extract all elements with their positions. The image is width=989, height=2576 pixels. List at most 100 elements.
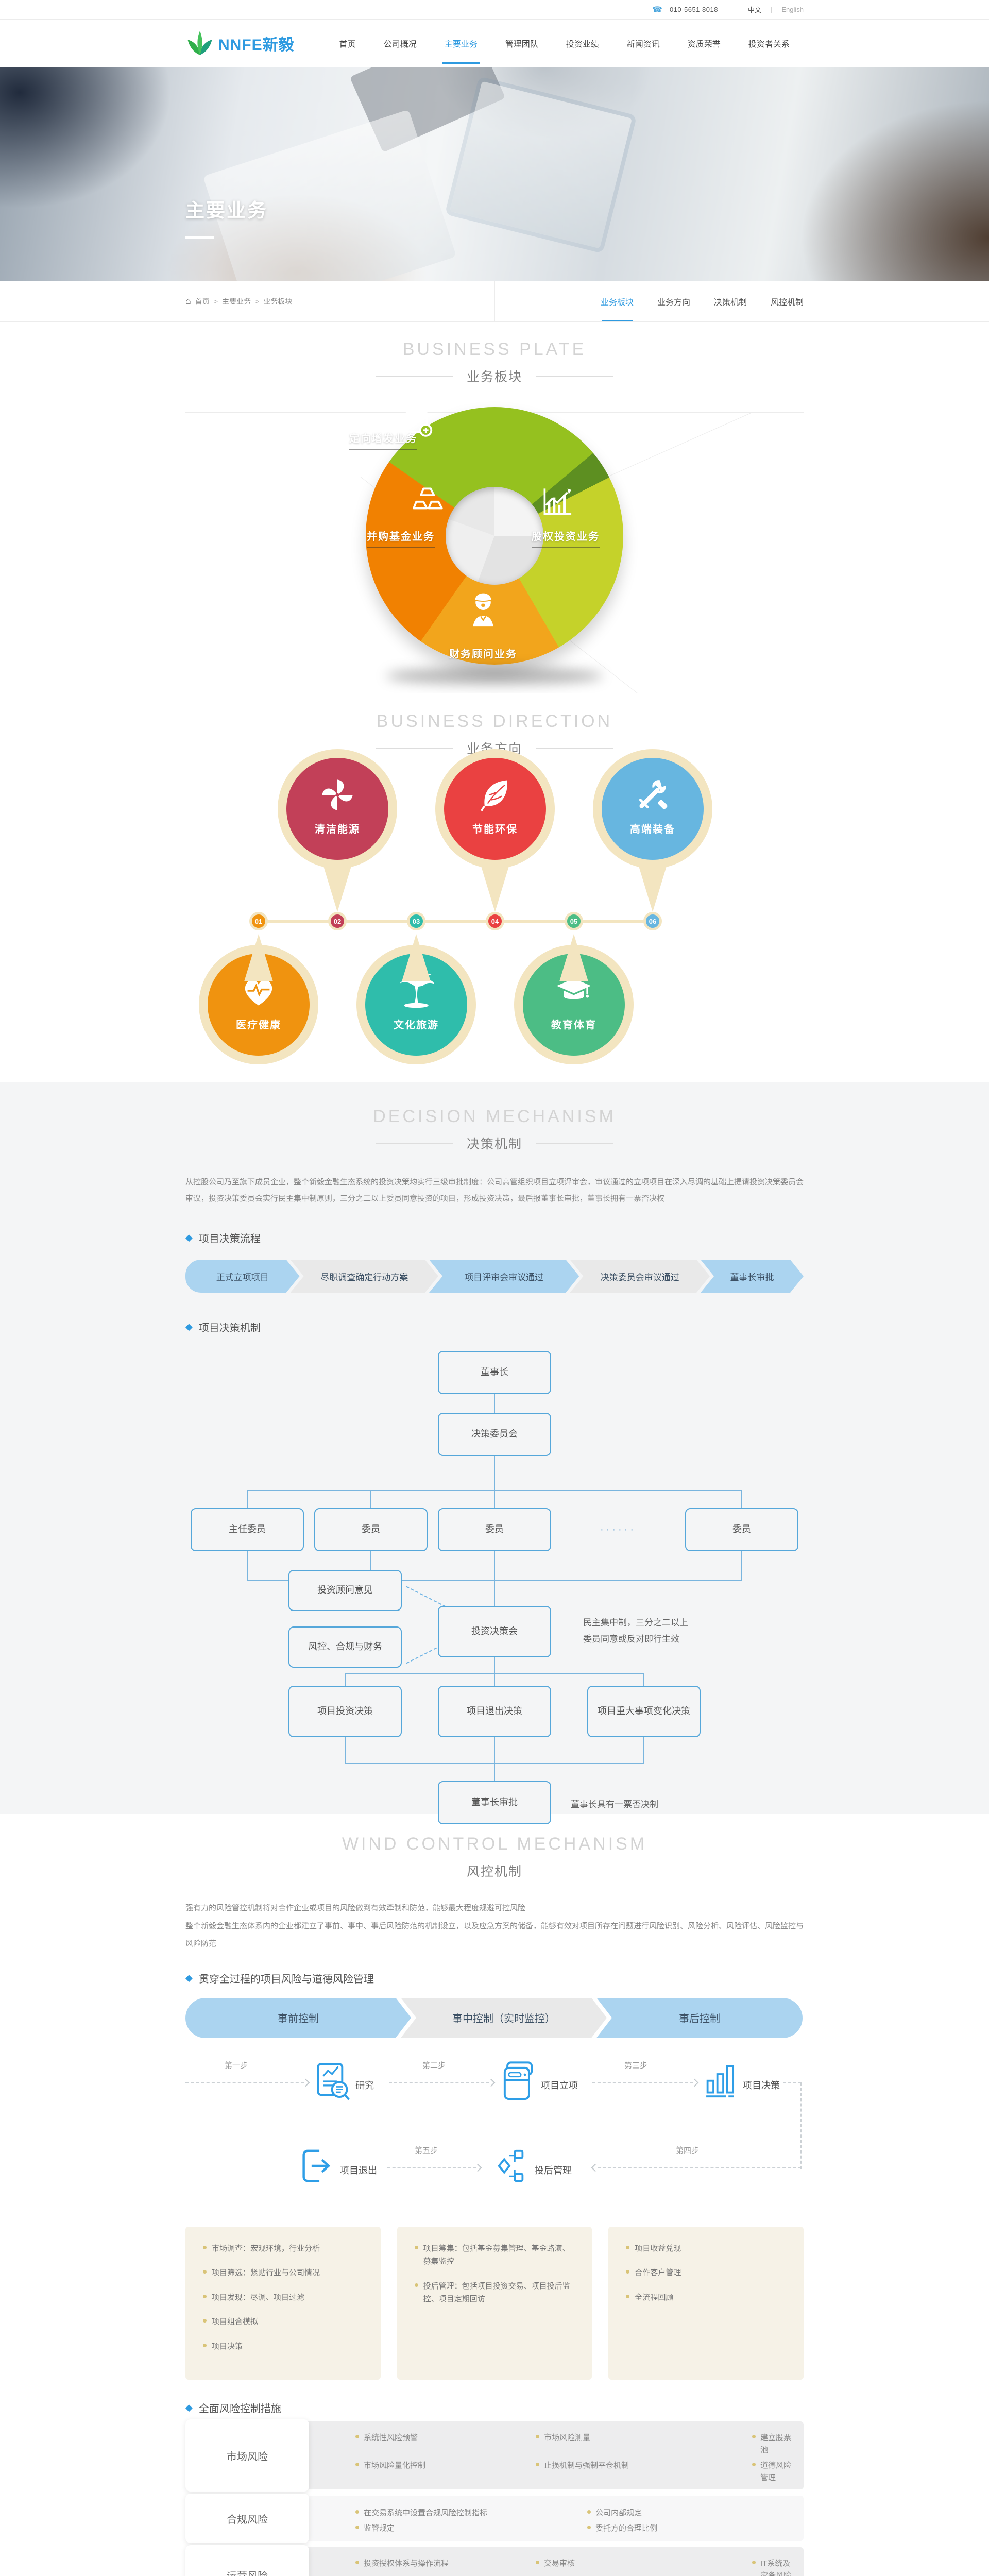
topbar: ☎ 010-5651 8018 中文 | English xyxy=(0,0,989,20)
org-box-exit-decision: 项目退出决策 xyxy=(438,1686,551,1737)
risk-item: 委托方的合理比例 xyxy=(587,2522,793,2535)
donut-hole xyxy=(446,487,543,585)
nav-item-business[interactable]: 主要业务 xyxy=(431,20,491,67)
post-investment-icon xyxy=(492,2146,526,2185)
page-title: 主要业务 xyxy=(185,200,268,221)
step-label: 第二步 xyxy=(422,2061,446,2070)
nav-item-honors[interactable]: 资质荣誉 xyxy=(687,40,721,49)
tab-decision-mechanism[interactable]: 决策机制 xyxy=(713,298,747,307)
nav-item-news[interactable]: 新闻资讯 xyxy=(626,40,660,49)
nav-item-performance[interactable]: 投资业绩 xyxy=(566,40,599,49)
pin-tail xyxy=(323,865,352,912)
breadcrumb-home[interactable]: 首页 xyxy=(195,297,210,306)
dashed-line xyxy=(800,2082,802,2169)
shopping-bag-plus-icon xyxy=(401,403,434,437)
step-name: 项目立项 xyxy=(541,2080,578,2091)
donut-segment-label: 股权投资业务 xyxy=(532,528,600,548)
org-box-advisor-opinion: 投资顾问意见 xyxy=(288,1570,402,1611)
tab-wind-control[interactable]: 风控机制 xyxy=(770,298,804,307)
section-heading-cn: 风控机制 xyxy=(466,1865,522,1879)
card-item-text: 全流程回顾 xyxy=(635,2293,674,2302)
breadcrumb: ⌂ 首页 > 主要业务 > 业务板块 xyxy=(185,296,292,307)
dashed-line xyxy=(598,2167,801,2168)
step-label: 第一步 xyxy=(225,2061,248,2070)
breadcrumb-business[interactable]: 主要业务 xyxy=(222,297,251,306)
bullet-dot xyxy=(414,2283,418,2287)
hero-banner: 主要业务 xyxy=(0,67,989,281)
decision-intro-text: 从控股公司乃至旗下成员企业，整个新毅金融生态系统的投资决策均实行三级审批制度：公… xyxy=(185,1178,804,1203)
heading-line xyxy=(536,748,613,749)
wind-process-title: ◆ 贯穿全过程的项目风险与道德风险管理 xyxy=(185,1971,804,1986)
step-name: 研究 xyxy=(355,2080,374,2091)
connector xyxy=(643,1737,644,1763)
card-item-text: 项目组合模拟 xyxy=(212,2317,259,2326)
decision-org-chart: 董事长 决策委员会 主任委员 委员 委员 ······ 委员 投资顾问意见 风控… xyxy=(185,1351,804,1830)
risk-item: 监管规定 xyxy=(355,2522,577,2535)
pinwheel-icon xyxy=(318,758,357,815)
logo-text: NNFE新毅 xyxy=(218,37,295,54)
dashed-line xyxy=(783,2082,802,2083)
tab-business-direction[interactable]: 业务方向 xyxy=(657,298,690,307)
breadcrumb-current[interactable]: 业务板块 xyxy=(263,297,293,306)
timeline-number: 05 xyxy=(565,912,583,930)
connector xyxy=(494,1580,495,1606)
phase-step: 事后控制 xyxy=(596,1997,803,2038)
logo[interactable]: NNFE新毅 xyxy=(185,29,295,58)
flow-step: 董事长审批 xyxy=(701,1260,804,1293)
nav-item-home[interactable]: 首页 xyxy=(339,40,356,49)
tab-business-plate[interactable]: 业务板块 xyxy=(601,281,634,321)
bullet-dot xyxy=(203,2343,207,2347)
card-item: 项目决策 xyxy=(203,2340,363,2353)
section-heading-en: BUSINESS PLATE xyxy=(402,340,587,359)
heading-line xyxy=(376,376,453,377)
approval-note: 董事长具有一票否决制 xyxy=(571,1800,658,1809)
card-item-text: 项目收益兑现 xyxy=(635,2244,681,2253)
decision-flow-title: ◆ 项目决策流程 xyxy=(185,1230,804,1245)
nav-item-company[interactable]: 公司概况 xyxy=(383,40,417,49)
connector xyxy=(247,1551,248,1580)
bullet-dot xyxy=(752,2435,756,2438)
connector xyxy=(494,1737,495,1763)
growth-chart-icon xyxy=(541,486,574,517)
risk-row-compliance: 在交易系统中设置合规风险控制指标 公司内部规定 监管规定 委托方的合理比例 合规… xyxy=(185,2494,804,2543)
nav-item-investor[interactable]: 投资者关系 xyxy=(748,40,790,49)
connector xyxy=(494,1394,495,1413)
section-heading-cn: 业务板块 xyxy=(466,370,522,384)
phase-step: 事前控制 xyxy=(185,1998,411,2038)
timeline-number: 04 xyxy=(486,912,504,930)
org-box-major-change-decision: 项目重大事项变化决策 xyxy=(587,1686,701,1737)
org-members-ellipsis: ······ xyxy=(600,1523,636,1535)
connector xyxy=(494,1551,495,1580)
connector xyxy=(494,1456,495,1490)
org-box-committee: 决策委员会 xyxy=(438,1413,551,1456)
lang-separator: | xyxy=(770,6,773,13)
card-item: 全流程回顾 xyxy=(626,2291,786,2304)
org-box-member: 委员 xyxy=(314,1508,428,1551)
risk-item: 市场风险量化控制 xyxy=(355,2460,525,2484)
breadcrumb-separator: > xyxy=(255,297,260,306)
pin-tail xyxy=(638,865,667,912)
tools-icon xyxy=(633,758,672,815)
connector xyxy=(370,1551,371,1580)
breadcrumb-separator: > xyxy=(213,297,218,306)
diamond-icon: ◆ xyxy=(185,1972,193,1983)
nav-item-team[interactable]: 管理团队 xyxy=(505,40,538,49)
donut-segment-label: 定向增发业务 xyxy=(349,430,417,450)
org-box-member: 委员 xyxy=(685,1508,798,1551)
pin-label: 高端装备 xyxy=(630,824,675,835)
phase-step: 事中控制（实时监控） xyxy=(401,1998,607,2038)
wind-process-title-text: 贯穿全过程的项目风险与道德风险管理 xyxy=(198,1973,374,1985)
wind-process-flow: 第一步 研究 第二步 项目立项 第三步 项目决策 项目退出 第五步 xyxy=(185,2038,804,2208)
card-item: 投后管理：包括项目投资交易、项目投后监控、项目定期回访 xyxy=(414,2280,575,2306)
lang-cn-link[interactable]: 中文 xyxy=(747,6,761,14)
card-item: 项目发现：尽调、项目过滤 xyxy=(203,2291,363,2304)
wind-intro-line1: 强有力的风险管控机制将对合作企业或项目的风险做到有效牵制和防范，能够最大程度规避… xyxy=(185,1904,526,1912)
lang-en-link[interactable]: English xyxy=(781,6,804,13)
section-wind-control: WIND CONTROL MECHANISM 风控机制 强有力的风险管控机制将对… xyxy=(0,1814,989,2576)
bullet-dot xyxy=(414,2245,418,2249)
pin-tail xyxy=(481,865,509,912)
decision-flow-title-text: 项目决策流程 xyxy=(198,1233,261,1245)
leaf-icon xyxy=(475,758,515,815)
bullet-dot xyxy=(203,2245,207,2249)
timeline-number: 06 xyxy=(643,912,662,930)
